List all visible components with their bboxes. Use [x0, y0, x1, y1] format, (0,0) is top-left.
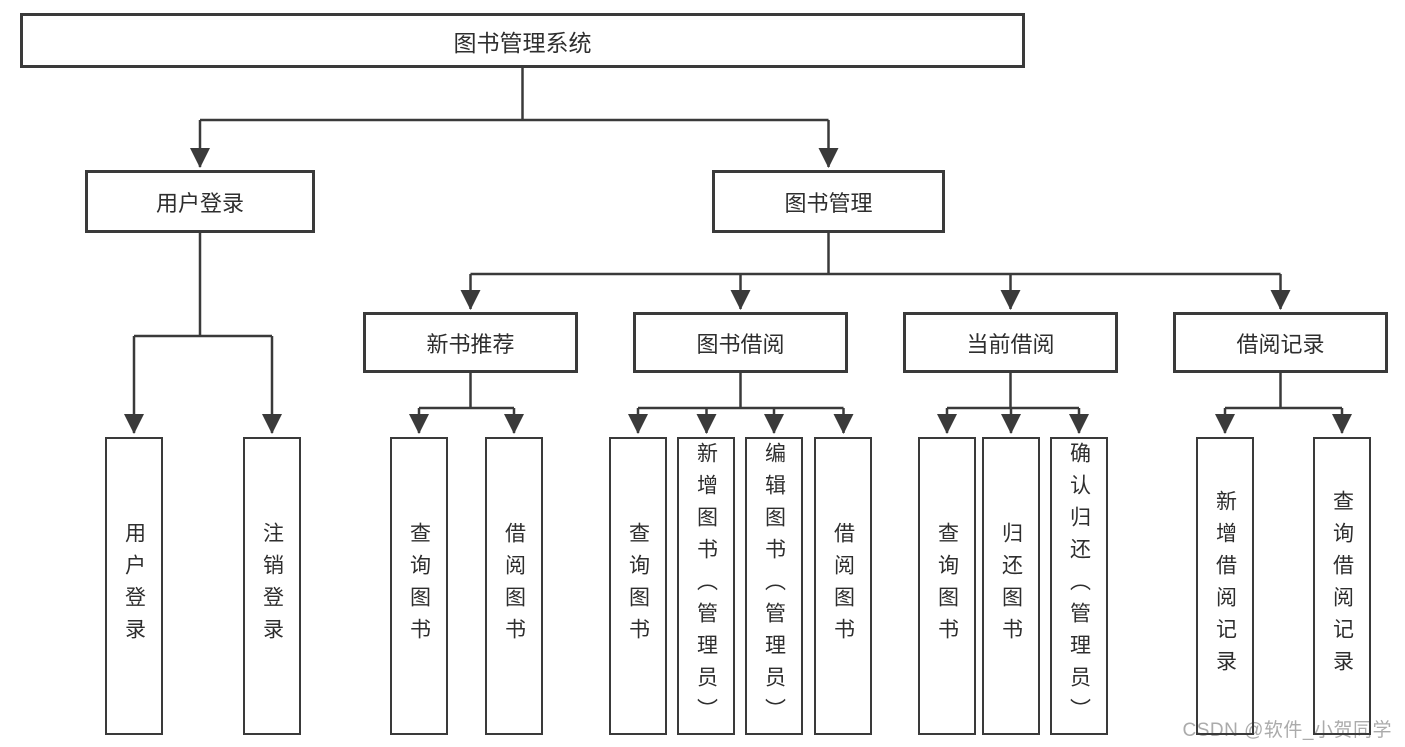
leaf-confirm-return-admin: 确认归还（管理员）	[1050, 437, 1108, 735]
leaf-logout-login: 注销登录	[243, 437, 301, 735]
leaf-borrowing-borrow-books: 借阅图书	[814, 437, 872, 735]
leaf-edit-books-admin-label: 编辑图书（管理员）	[762, 442, 786, 730]
node-borrowing-records: 借阅记录	[1173, 312, 1388, 373]
leaf-recommend-query-books: 查询图书	[390, 437, 448, 735]
leaf-borrowing-query-books: 查询图书	[609, 437, 667, 735]
leaf-add-borrow-record-label: 新增借阅记录	[1213, 490, 1237, 682]
leaf-logout-login-label: 注销登录	[260, 522, 284, 650]
leaf-edit-books-admin: 编辑图书（管理员）	[745, 437, 803, 735]
node-book-borrowing: 图书借阅	[633, 312, 848, 373]
leaf-borrowing-borrow-books-label: 借阅图书	[831, 522, 855, 650]
leaf-current-query-books: 查询图书	[918, 437, 976, 735]
leaf-user-login-label: 用户登录	[122, 522, 146, 650]
csdn-watermark: CSDN @软件_小贺同学	[1182, 720, 1392, 741]
leaf-confirm-return-admin-label: 确认归还（管理员）	[1067, 442, 1091, 730]
leaf-add-books-admin: 新增图书（管理员）	[677, 437, 735, 735]
node-current-borrowing: 当前借阅	[903, 312, 1118, 373]
leaf-recommend-query-books-label: 查询图书	[407, 522, 431, 650]
leaf-return-books-label: 归还图书	[999, 522, 1023, 650]
leaf-return-books: 归还图书	[982, 437, 1040, 735]
node-library-management-system: 图书管理系统	[20, 13, 1025, 68]
leaf-query-borrow-record: 查询借阅记录	[1313, 437, 1371, 735]
leaf-add-borrow-record: 新增借阅记录	[1196, 437, 1254, 735]
leaf-current-query-books-label: 查询图书	[935, 522, 959, 650]
leaf-recommend-borrow-books: 借阅图书	[485, 437, 543, 735]
node-new-book-recommendation: 新书推荐	[363, 312, 578, 373]
node-user-login: 用户登录	[85, 170, 315, 233]
node-book-management: 图书管理	[712, 170, 945, 233]
leaf-add-books-admin-label: 新增图书（管理员）	[694, 442, 718, 730]
leaf-user-login: 用户登录	[105, 437, 163, 735]
leaf-recommend-borrow-books-label: 借阅图书	[502, 522, 526, 650]
leaf-query-borrow-record-label: 查询借阅记录	[1330, 490, 1354, 682]
leaf-borrowing-query-books-label: 查询图书	[626, 522, 650, 650]
